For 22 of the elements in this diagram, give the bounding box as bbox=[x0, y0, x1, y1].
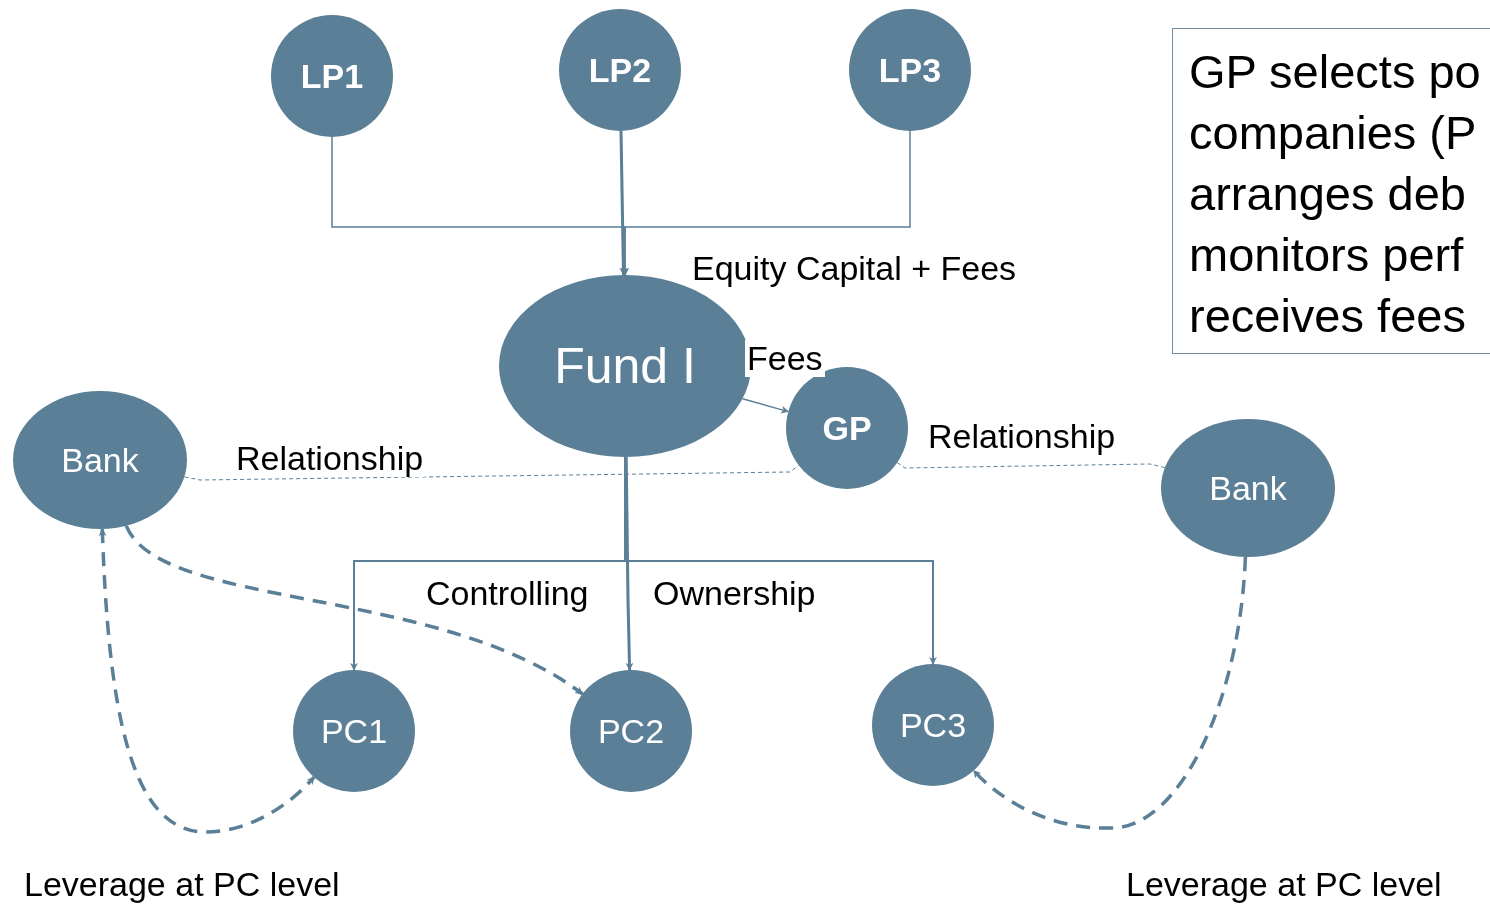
node-label: Bank bbox=[61, 440, 139, 480]
node-label: GP bbox=[822, 408, 872, 448]
arrow bbox=[621, 130, 911, 276]
edge-label: Fees bbox=[745, 340, 825, 378]
connector-line bbox=[896, 462, 1166, 469]
node-label: LP2 bbox=[588, 50, 652, 90]
caption-text: Leverage at PC level bbox=[24, 866, 340, 904]
node-label: LP3 bbox=[878, 50, 942, 90]
node-label: Fund I bbox=[554, 337, 696, 395]
node-label: PC2 bbox=[597, 711, 665, 751]
arrow bbox=[972, 556, 1248, 830]
arrow bbox=[98, 528, 316, 834]
arrow bbox=[624, 456, 634, 671]
node-label: Bank bbox=[1209, 468, 1287, 508]
node-label: LP1 bbox=[300, 56, 364, 96]
arrow bbox=[741, 398, 789, 414]
caption-text: Leverage at PC level bbox=[1126, 866, 1442, 904]
node-label: PC3 bbox=[899, 705, 967, 745]
arrow bbox=[124, 524, 584, 696]
text-box: GP selects po companies (P arranges deb monitors perf receives fees bbox=[1172, 28, 1490, 354]
arrow bbox=[619, 130, 628, 276]
node-label: PC1 bbox=[320, 711, 388, 751]
